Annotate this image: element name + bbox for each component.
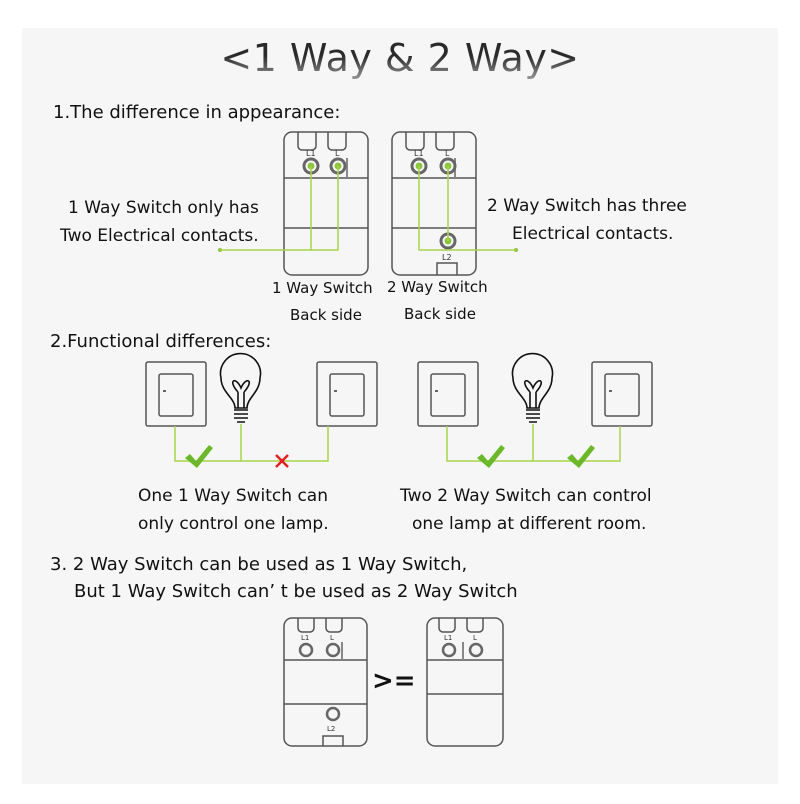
svg-text:L2: L2 [327, 725, 335, 733]
left-note-line2: Two Electrical contacts. [60, 226, 259, 246]
switch-2way-caption: 2 Way Switch [387, 278, 488, 296]
page-title: <1 Way & 2 Way> [22, 36, 778, 80]
right-note-line2: Electrical contacts. [512, 224, 674, 244]
section3-heading-line2: But 1 Way Switch can’ t be used as 2 Way… [74, 581, 518, 602]
switch-1way-subcaption: Back side [290, 306, 362, 324]
wiring-graphics: L1 L L1 L L2 [145, 131, 653, 747]
svg-text:L: L [330, 634, 334, 642]
left-caption-line2: only control one lamp. [138, 514, 329, 534]
greater-equal-operator: >= [372, 666, 416, 696]
left-caption-line1: One 1 Way Switch can [138, 486, 328, 506]
svg-text:L: L [335, 149, 340, 158]
svg-text:L: L [473, 634, 477, 642]
svg-text:L1: L1 [301, 634, 309, 642]
svg-text:L1: L1 [414, 149, 424, 158]
switch-2way-subcaption: Back side [404, 305, 476, 323]
diagram-canvas: <1 Way & 2 Way> 1.The difference in appe… [22, 28, 778, 784]
section3-heading-line1: 3. 2 Way Switch can be used as 1 Way Swi… [50, 554, 468, 575]
switch-2way-back [391, 131, 477, 276]
left-note-line1: 1 Way Switch only has [68, 198, 259, 218]
check-icons [185, 445, 595, 468]
right-caption-line1: Two 2 Way Switch can control [400, 486, 652, 506]
svg-text:L: L [445, 149, 450, 158]
section2-heading: 2.Functional differences: [50, 331, 272, 352]
section1-heading: 1.The difference in appearance: [53, 102, 341, 123]
lamp-icons [219, 352, 554, 423]
svg-text:L1: L1 [444, 634, 452, 642]
svg-text:L1: L1 [306, 149, 316, 158]
cross-icon [275, 454, 289, 468]
svg-text:L2: L2 [442, 253, 452, 262]
right-note-line1: 2 Way Switch has three [487, 196, 687, 216]
switch-1way-back [283, 131, 369, 276]
right-caption-line2: one lamp at different room. [412, 514, 647, 534]
switch-1way-caption: 1 Way Switch [272, 279, 373, 297]
